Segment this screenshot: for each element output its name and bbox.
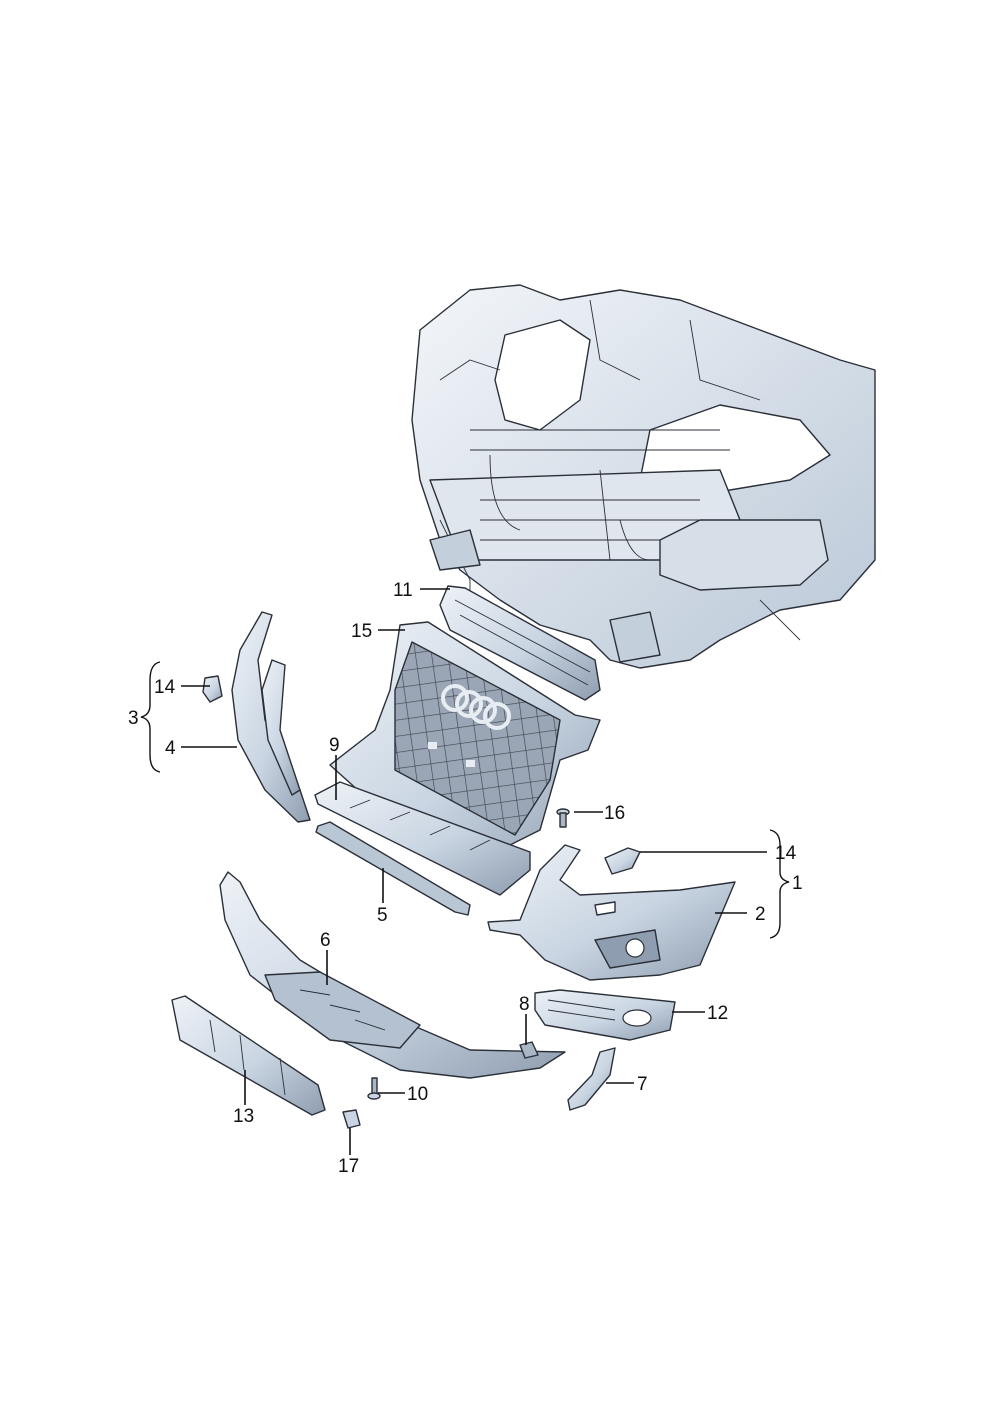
group-brace-3 <box>140 661 161 773</box>
part-16-screw <box>556 808 570 828</box>
callout-17: 17 <box>338 1156 359 1177</box>
four-rings-emblem <box>441 684 511 730</box>
vehicle-front-body <box>411 284 876 669</box>
callout-4: 4 <box>165 738 176 759</box>
part-11-absorber <box>439 585 601 701</box>
callout-9: 9 <box>329 735 340 756</box>
part-5-seal-strip <box>315 821 471 916</box>
part-4-side-bracket <box>231 611 311 823</box>
callout-8: 8 <box>519 994 530 1015</box>
callout-2: 2 <box>755 904 766 925</box>
callout-11: 11 <box>393 580 413 601</box>
callout-10: 10 <box>407 1084 428 1105</box>
callout-7: 7 <box>637 1074 648 1095</box>
group-brace-1 <box>769 829 790 939</box>
callout-14-right: 14 <box>775 843 797 864</box>
part-10-bolt <box>367 1077 381 1100</box>
part-9-air-guide <box>314 781 531 896</box>
part-13-plate-bracket <box>171 995 326 1116</box>
callout-labels: 11 15 14 3 4 9 16 14 1 5 2 6 8 12 7 10 1… <box>128 580 803 1177</box>
part-7-trim-strip <box>567 1047 616 1111</box>
callout-16: 16 <box>604 803 625 824</box>
callout-3: 3 <box>128 708 139 729</box>
callout-12: 12 <box>707 1003 728 1024</box>
callout-1: 1 <box>792 873 803 894</box>
callout-5: 5 <box>377 905 388 926</box>
part-14-cap-right <box>604 847 641 875</box>
callout-13: 13 <box>233 1106 254 1127</box>
callout-14-left: 14 <box>154 677 176 698</box>
part-6-spoiler <box>219 871 566 1079</box>
part-17-nut <box>342 1109 361 1129</box>
part-14-cap-left <box>202 675 223 703</box>
callout-15: 15 <box>351 621 372 642</box>
callout-6: 6 <box>320 930 331 951</box>
leader-lines <box>181 588 767 1155</box>
part-2-bumper-cover <box>487 844 736 981</box>
part-12-fog-grille <box>534 989 676 1041</box>
part-8-clip <box>519 1041 539 1059</box>
